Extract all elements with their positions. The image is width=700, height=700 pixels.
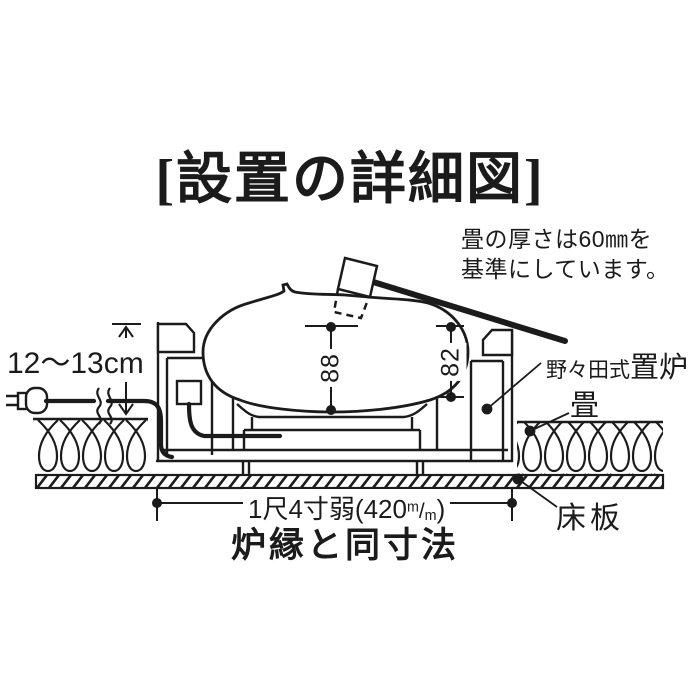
dim-label-82: 82	[435, 343, 467, 381]
plug-body-icon	[24, 386, 49, 415]
maker-label-prefix: 野々田式	[546, 359, 630, 382]
dim-label-88: 88	[315, 349, 347, 387]
leader-lines	[481, 362, 570, 508]
floor-board	[34, 473, 665, 490]
note-line-2: 基準にしています。	[461, 256, 670, 282]
cord-break-mark	[107, 387, 113, 425]
tatami-label: 畳	[570, 390, 600, 422]
width-label-prefix: 1尺4寸弱(420	[248, 494, 407, 524]
dim-label-12-13cm: 12～13cm	[5, 338, 146, 382]
ladle-handle	[367, 278, 568, 344]
ladle-cup-hidden	[332, 288, 371, 320]
ladle-cup	[336, 256, 379, 299]
width-note-label: 炉縁と同寸法	[230, 526, 459, 565]
width-dimension-label: 1尺4寸弱(420m/m)	[243, 489, 451, 526]
floor-board-label: 床板	[556, 502, 624, 535]
note-line-1: 畳の厚さは60㎜を	[461, 226, 653, 252]
leader-tatami	[524, 412, 570, 437]
right-rim-block	[481, 328, 514, 357]
okiro-structure	[156, 322, 514, 475]
width-label-suffix: )	[436, 494, 446, 524]
leader-floor-board	[512, 473, 558, 508]
plug-prongs-icon	[6, 394, 18, 407]
control-box	[175, 379, 203, 406]
width-label-mm-top: m	[406, 499, 419, 516]
maker-label: 野々田式置炉	[546, 344, 688, 386]
page-title: [設置の詳細図]	[155, 149, 545, 211]
maker-label-main: 置炉	[630, 352, 689, 384]
stand-base	[242, 417, 422, 450]
left-rim-block	[156, 322, 196, 354]
cord-break-mark	[96, 387, 102, 425]
stand-dish	[236, 403, 428, 419]
width-label-mm-bottom: m	[424, 508, 437, 525]
power-cord	[6, 386, 283, 460]
kettle	[201, 282, 470, 414]
heater-cord	[186, 401, 283, 439]
tatami-thickness-note: 畳の厚さは60㎜を 基準にしています。	[461, 224, 670, 284]
right-inner-wall	[469, 359, 505, 462]
tatami-right	[517, 420, 663, 476]
leader-maker	[481, 362, 542, 415]
unit-feet	[241, 461, 425, 475]
tatami-left	[33, 417, 148, 474]
ladle	[332, 256, 568, 344]
heater-stand	[236, 403, 428, 450]
width-label-mm-slash: /	[418, 500, 425, 523]
